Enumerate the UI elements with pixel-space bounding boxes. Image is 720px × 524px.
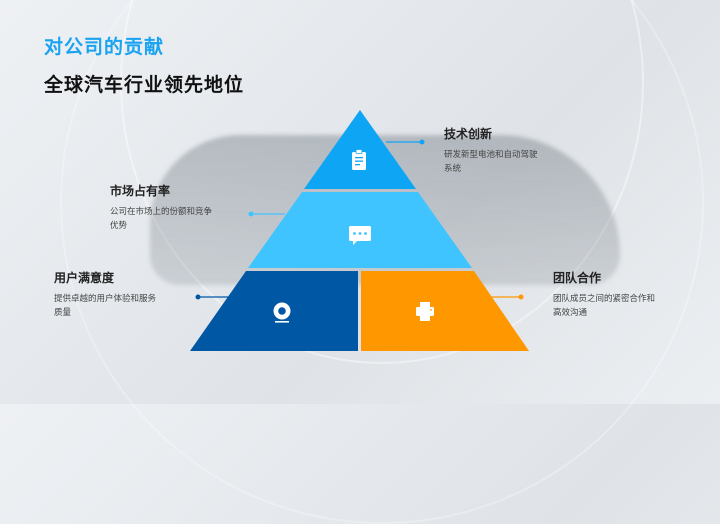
label-bottom-left: 用户满意度 提供卓越的用户体验和服务质量 — [54, 269, 164, 320]
label-description: 团队成员之间的紧密合作和高效沟通 — [553, 294, 656, 318]
label-title: 技术创新 — [444, 127, 493, 141]
clipboard-icon — [352, 149, 366, 170]
connector-middle — [248, 211, 285, 217]
label-title: 团队合作 — [553, 271, 602, 285]
label-description: 提供卓越的用户体验和服务质量 — [54, 294, 157, 318]
connector-top — [386, 139, 425, 145]
section-title: 对公司的贡献 — [44, 36, 165, 58]
label-title: 市场占有率 — [110, 184, 171, 198]
label-description: 研发新型电池和自动驾驶系统 — [444, 150, 538, 174]
connector-bottom-right — [488, 294, 524, 300]
label-description: 公司在市场上的份额和竞争优势 — [110, 207, 213, 231]
pyramid-diagram — [190, 110, 529, 351]
connector-bottom-left — [195, 294, 232, 300]
chat-bubble-icon — [349, 226, 371, 245]
label-bottom-right: 团队合作 团队成员之间的紧密合作和高效沟通 — [553, 269, 659, 320]
webcam-icon — [273, 302, 291, 323]
label-middle: 市场占有率 公司在市场上的份额和竞争优势 — [110, 182, 220, 233]
pyramid-tier-bottom-right[interactable] — [361, 271, 529, 351]
page-subtitle: 全球汽车行业领先地位 — [44, 74, 245, 96]
printer-icon — [416, 302, 434, 321]
label-top: 技术创新 研发新型电池和自动驾驶系统 — [444, 125, 544, 176]
label-title: 用户满意度 — [54, 271, 115, 285]
